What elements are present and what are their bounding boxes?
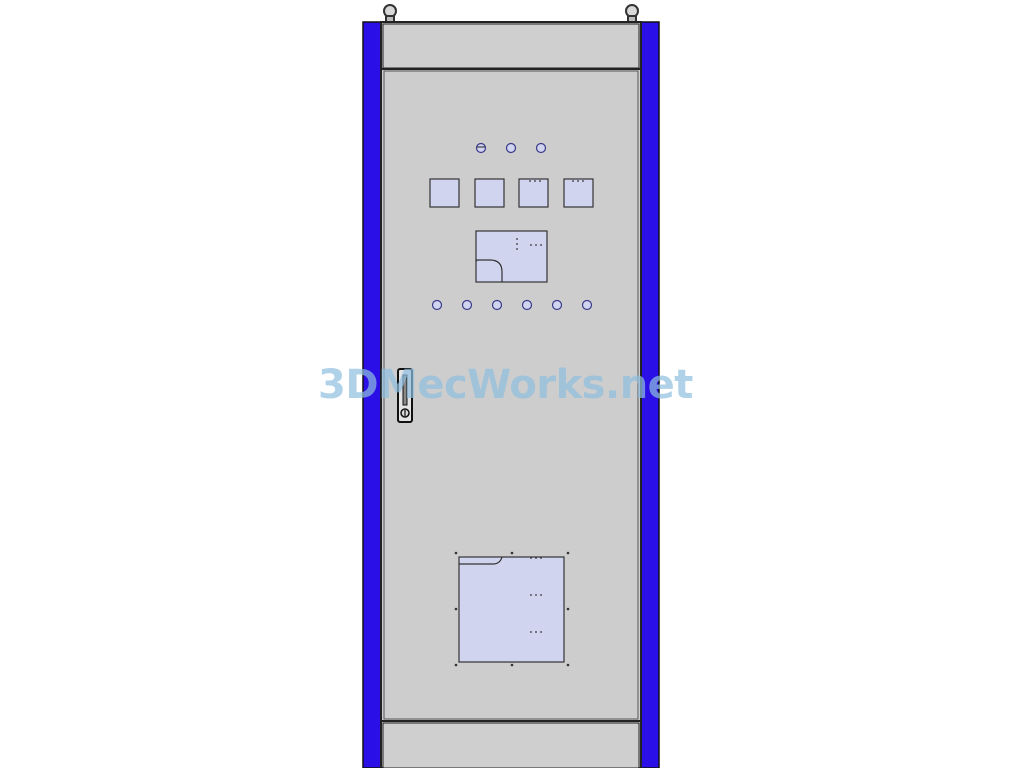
display-window [475, 230, 548, 283]
top-indicator-lamps [475, 142, 547, 154]
meter-4 [563, 178, 594, 208]
meter-2 [474, 178, 505, 208]
lower-viewing-window [454, 551, 570, 667]
indicator-lamp [551, 299, 563, 311]
indicator-lamp [491, 299, 503, 311]
indicator-lamp [505, 142, 517, 154]
side-panel-right [640, 21, 660, 768]
meter-1 [429, 178, 460, 208]
bottom-plinth [382, 722, 640, 768]
indicator-lamp [535, 142, 547, 154]
bottom-indicator-lamps [431, 299, 593, 311]
indicator-lamp [581, 299, 593, 311]
top-header-panel [382, 23, 640, 69]
lifting-eye-right [625, 4, 639, 23]
indicator-lamp [475, 142, 487, 154]
side-panel-left [362, 21, 382, 768]
indicator-lamp [431, 299, 443, 311]
square-meters [429, 178, 594, 208]
meter-3 [518, 178, 549, 208]
lifting-eye-left [383, 4, 397, 23]
door-handle [397, 368, 413, 423]
indicator-lamp [461, 299, 473, 311]
indicator-lamp [521, 299, 533, 311]
